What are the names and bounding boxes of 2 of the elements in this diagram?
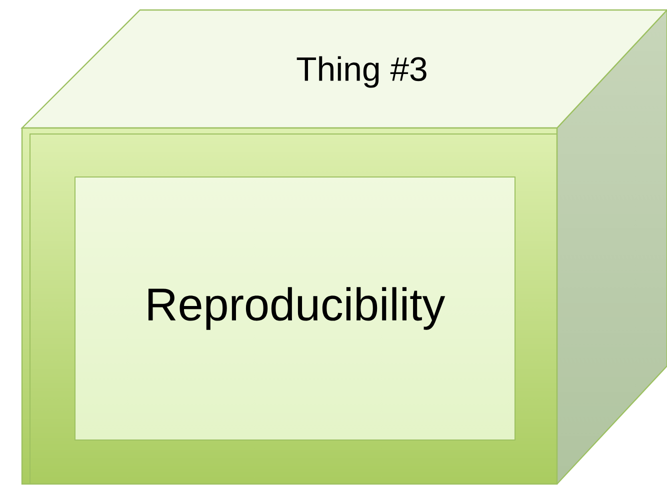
node-label: Thing #3 bbox=[296, 56, 426, 88]
label-box: Reproducibility bbox=[74, 176, 516, 440]
